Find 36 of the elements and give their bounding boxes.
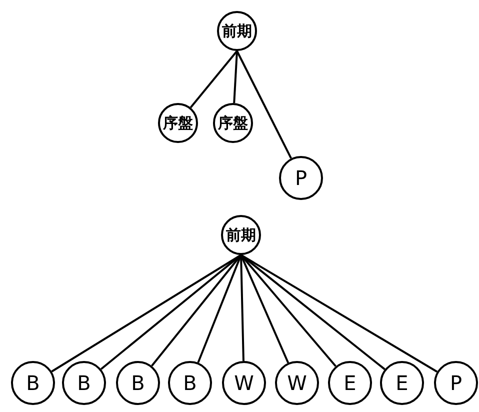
circle-node [168,361,212,405]
circle-node [222,361,266,405]
node-label: W [234,371,254,395]
connector-line [197,254,242,363]
circle-node [158,103,198,143]
circle-node [328,361,372,405]
circle-node [275,361,319,405]
circle-node [380,361,424,405]
connector-line [236,50,292,159]
node-label: E [344,371,356,395]
connector-line [240,254,244,362]
node-label: P [450,371,462,395]
node-label: B [183,371,197,395]
node-label: 序盤 [163,114,193,132]
circle-node [213,103,253,143]
node-label: E [396,371,408,395]
node-label: P [294,166,308,190]
circle-node [221,215,261,255]
connector-line [51,254,242,372]
circle-node [217,11,257,51]
connector-line [190,50,238,108]
circle-node [62,361,106,405]
node-label: W [287,371,307,395]
node-label: 序盤 [218,114,248,132]
connector-line [240,254,290,364]
node-label: 前期 [222,22,252,40]
node-label: B [131,371,145,395]
circle-node [116,361,160,405]
connector-line [233,50,238,104]
node-label: B [77,371,91,395]
node-label: B [26,371,40,395]
node-label: 前期 [226,226,256,244]
circle-node [434,361,478,405]
circle-node [11,361,55,405]
circle-node [279,156,323,200]
connector-line [240,254,438,373]
